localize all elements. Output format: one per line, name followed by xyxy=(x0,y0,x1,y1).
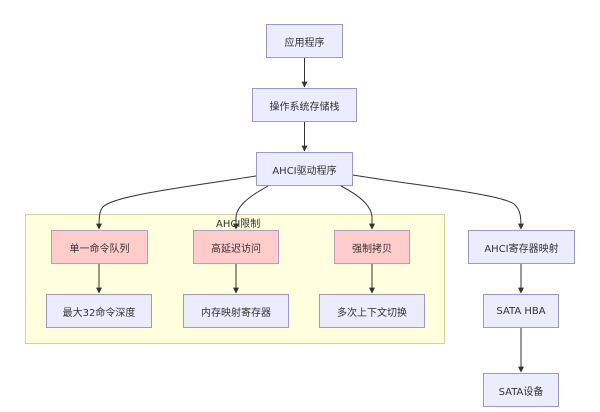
node-high-latency: 高延迟访问 xyxy=(193,230,279,264)
node-app: 应用程序 xyxy=(266,24,343,58)
node-sata-hba: SATA HBA xyxy=(483,294,559,328)
node-os-stack: 操作系统存储栈 xyxy=(252,88,357,122)
node-max-depth: 最大32命令深度 xyxy=(46,294,152,328)
node-single-queue: 单一命令队列 xyxy=(51,230,148,264)
node-ahci-reg-map: AHCI寄存器映射 xyxy=(468,230,575,264)
cluster-label: AHCI限制 xyxy=(216,219,261,230)
node-mmio-regs: 内存映射寄存器 xyxy=(183,294,289,328)
node-ahci-driver: AHCI驱动程序 xyxy=(256,152,353,186)
node-ctx-switch: 多次上下文切换 xyxy=(319,294,425,328)
node-sata-device: SATA设备 xyxy=(483,373,559,407)
node-forced-copy: 强制拷贝 xyxy=(334,230,410,264)
